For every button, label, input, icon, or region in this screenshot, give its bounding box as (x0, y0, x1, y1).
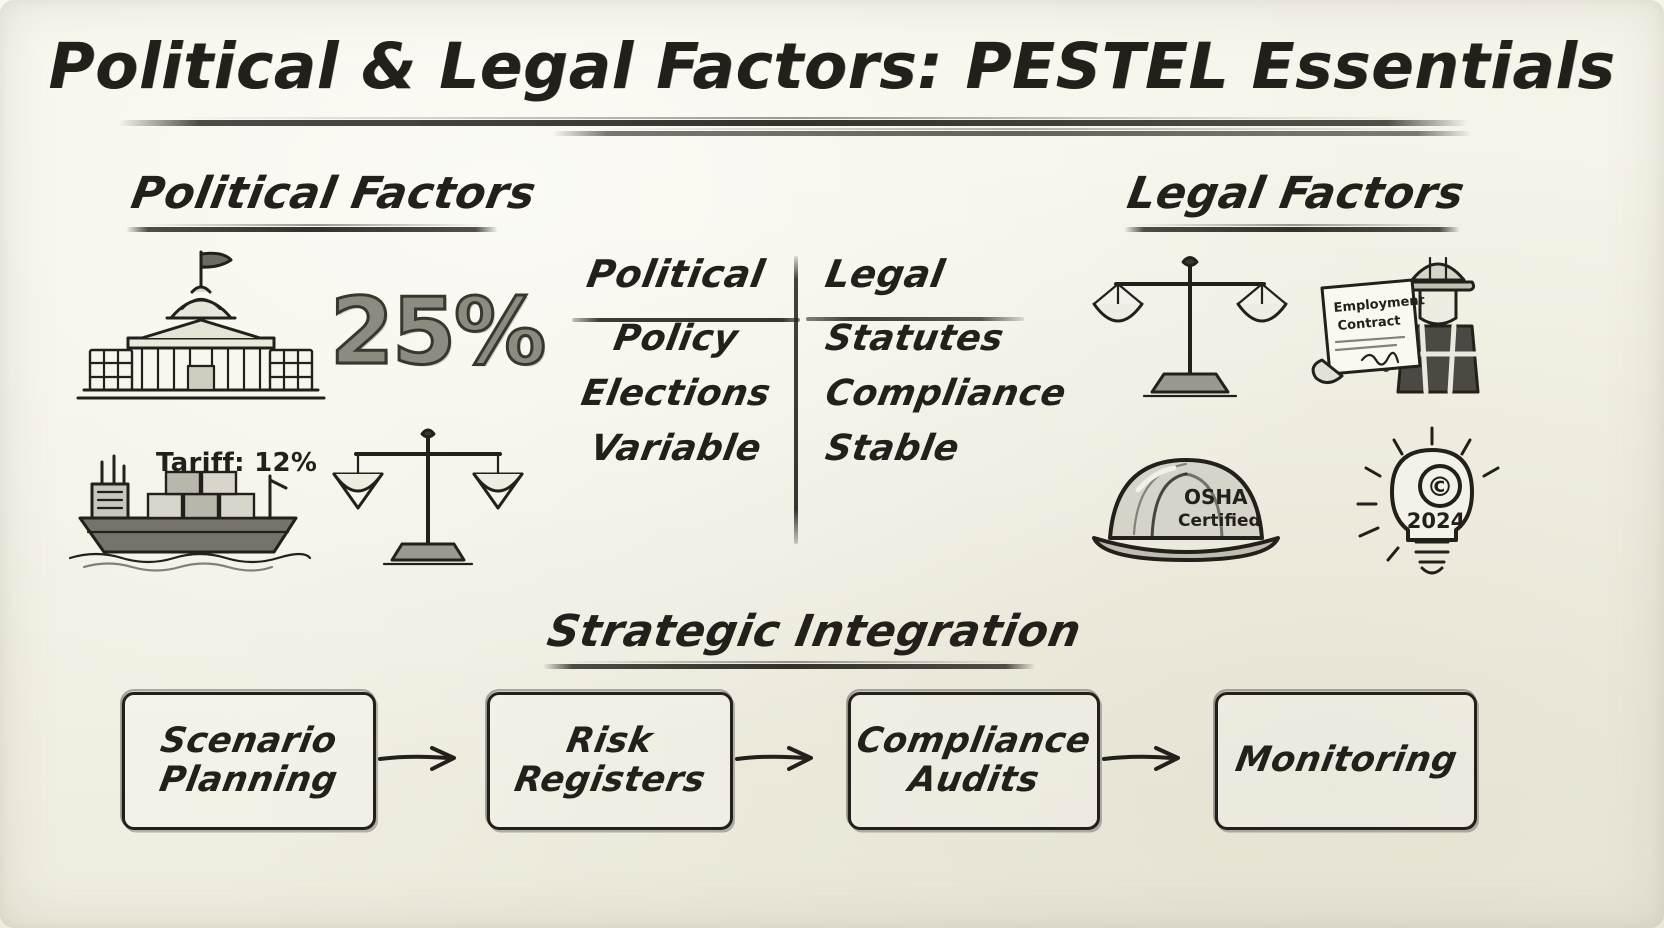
table-cell-political-0: Policy (610, 318, 742, 359)
table-cell-legal-2: Stable (822, 428, 963, 469)
legal-section-heading: Legal Factors (1124, 168, 1469, 219)
osha-hard-hat-icon: OSHA Certified (1080, 438, 1290, 578)
political-heading-underline (126, 224, 498, 232)
table-column-political: Political Policy Elections Variable (560, 252, 792, 483)
copyright-symbol: © (1427, 472, 1454, 503)
flow-step-scenario-planning[interactable]: Scenario Planning (120, 689, 376, 830)
flow-step-risk-registers[interactable]: Risk Registers (485, 689, 733, 830)
flow-step-2-line-2: Audits (905, 760, 1043, 800)
flow-arrow-1-icon (735, 744, 827, 772)
cargo-container-ship-icon (68, 440, 312, 572)
integration-section-label: Strategic Integration (543, 606, 1086, 657)
flow-step-compliance-audits[interactable]: Compliance Audits (846, 689, 1100, 830)
table-vertical-divider (794, 256, 798, 544)
flow-step-monitoring[interactable]: Monitoring (1213, 689, 1477, 830)
table-header-legal: Legal (822, 252, 949, 296)
integration-section-heading: Strategic Integration (544, 606, 1086, 657)
political-section-heading: Political Factors (128, 168, 540, 219)
table-column-legal: Legal Statutes Compliance Stable (810, 252, 1076, 483)
flow-step-3-line-1: Monitoring (1232, 740, 1461, 781)
flow-step-2-line-1: Compliance (853, 720, 1095, 761)
flow-step-0-line-2: Planning (157, 760, 342, 800)
balance-scales-justice-icon-left (332, 424, 524, 570)
construction-worker-with-contract-icon: Employment Contract (1300, 242, 1490, 412)
flow-arrow-2-icon (1102, 744, 1194, 772)
table-header-political: Political (583, 252, 769, 296)
balance-scales-justice-icon-right (1092, 250, 1288, 400)
title-underline-secondary (552, 128, 1472, 136)
table-cell-legal-0: Statutes (822, 318, 1007, 359)
page-title: Political & Legal Factors: PESTEL Essent… (48, 30, 1616, 103)
table-header-rule-political (572, 318, 800, 322)
flow-step-1-line-2: Registers (511, 760, 709, 800)
table-cell-political-1: Elections (578, 373, 774, 414)
copyright-lightbulb-icon: © 2024 (1348, 424, 1518, 584)
flow-step-0-line-1: Scenario (157, 720, 341, 761)
government-capitol-building-icon (70, 246, 332, 406)
strategic-integration-flow: Scenario Planning Risk Registers Complia… (0, 689, 1664, 842)
flow-step-1-line-1: Risk (564, 720, 657, 761)
hardhat-line-1: OSHA (1184, 485, 1248, 509)
integration-heading-underline (543, 661, 1035, 669)
legal-section-label: Legal Factors (1123, 168, 1469, 219)
political-vs-legal-comparison-table: Political Policy Elections Variable Lega… (560, 252, 1069, 544)
hardhat-line-2: Certified (1178, 511, 1261, 531)
legal-heading-underline (1124, 224, 1460, 232)
table-cell-legal-1: Compliance (822, 373, 1070, 414)
table-header-rule-legal (806, 317, 1024, 321)
political-section-label: Political Factors (127, 168, 540, 219)
title-block: Political & Legal Factors: PESTEL Essent… (0, 30, 1664, 103)
table-cell-political-2: Variable (587, 428, 765, 469)
headline-percent-stat: 25% (328, 277, 547, 387)
flow-arrow-0-icon (378, 744, 470, 772)
copyright-year: 2024 (1407, 509, 1465, 533)
contract-line-2: Contract (1337, 314, 1401, 334)
title-underline (118, 117, 1468, 126)
